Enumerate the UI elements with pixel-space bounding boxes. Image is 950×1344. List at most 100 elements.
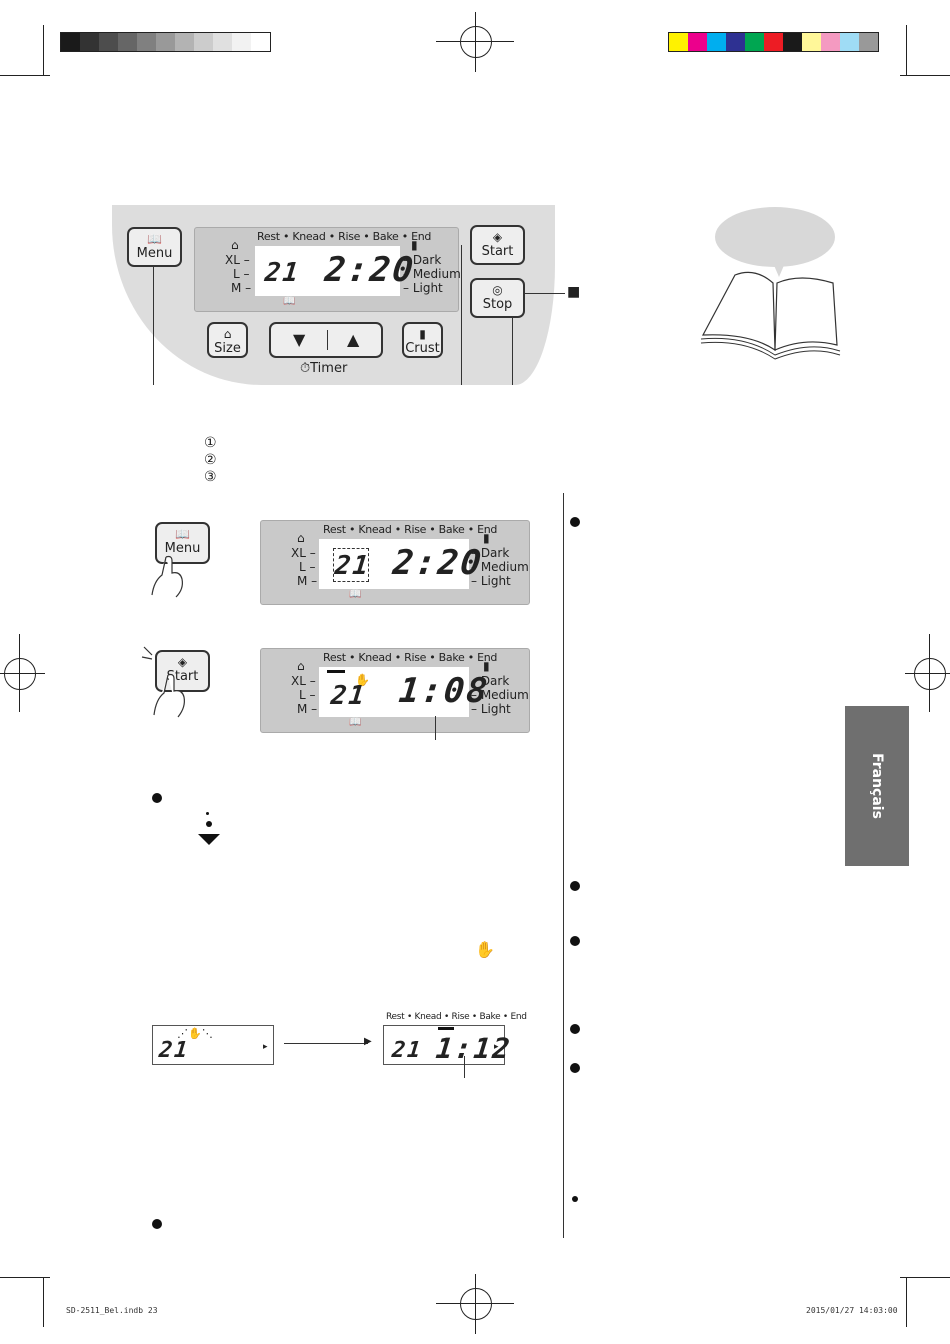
- step2-lcd-panel: Rest • Knead • Rise • Bake • End ⌂ XL – …: [260, 648, 530, 733]
- callout-line: [464, 1056, 465, 1078]
- bullet: [570, 881, 580, 891]
- stage-labels: Rest • Knead • Rise • Bake • End: [323, 523, 498, 536]
- step-2-marker: ②: [204, 452, 217, 468]
- footer-date: 2015/01/27 14:03:00: [806, 1306, 898, 1315]
- crust-icon: ▮: [411, 238, 418, 252]
- play-mark: ▸: [263, 1042, 268, 1052]
- color-swatch: [802, 33, 821, 51]
- bullet: [152, 1219, 162, 1229]
- crust-medium-label: – Medium: [403, 267, 461, 281]
- size-m-label: M –: [231, 281, 252, 295]
- crust-button[interactable]: ▮ Crust: [402, 322, 443, 358]
- arrow-right-icon: ▶: [364, 1036, 372, 1047]
- color-registration-bar: [668, 32, 879, 52]
- up-arrow-icon[interactable]: ▲: [347, 330, 360, 349]
- blink-box: [333, 548, 369, 582]
- book-icon: 📖: [349, 589, 362, 600]
- crop-mark: [19, 634, 20, 712]
- color-swatch: [688, 33, 707, 51]
- color-swatch: [213, 33, 232, 51]
- menu-number: 21: [157, 1038, 191, 1063]
- size-icon: ⌂: [231, 238, 239, 252]
- lcd-screen: ✋ 21 1:08: [319, 667, 491, 717]
- menu-number: 21: [329, 681, 368, 711]
- timer-buttons[interactable]: ▼ ▲: [269, 322, 383, 358]
- size-xl-label: XL –: [291, 546, 316, 560]
- bullet: [572, 1196, 578, 1202]
- color-swatch: [783, 33, 802, 51]
- manual-book-icon: [700, 207, 841, 360]
- stage-indicator: [438, 1027, 454, 1030]
- callout-line: [461, 245, 462, 385]
- crop-mark: [43, 1277, 44, 1327]
- book-icon: 📖: [283, 296, 296, 307]
- clock-icon: ⏱: [300, 361, 311, 376]
- start-icon: ◈: [177, 655, 188, 669]
- language-tab-label: Français: [869, 753, 885, 819]
- crust-light-label: – Light: [403, 281, 443, 295]
- size-xl-label: XL –: [225, 253, 250, 267]
- crust-medium-label: – Medium: [471, 560, 529, 574]
- crop-mark: [906, 1277, 907, 1327]
- color-swatch: [840, 33, 859, 51]
- size-icon: ⌂: [297, 659, 305, 673]
- color-swatch: [99, 33, 118, 51]
- finger-icon: [141, 646, 185, 718]
- size-icon: ⌂: [297, 531, 305, 545]
- menu-number: 21: [333, 551, 372, 581]
- color-swatch: [137, 33, 156, 51]
- crop-mark: [43, 25, 44, 75]
- crust-dark-label: – Dark: [403, 253, 442, 267]
- size-l-label: L –: [233, 267, 250, 281]
- color-swatch: [707, 33, 726, 51]
- size-xl-label: XL –: [291, 674, 316, 688]
- bullet: [570, 1024, 580, 1034]
- size-icon: ⌂: [223, 327, 232, 341]
- divider: [327, 330, 328, 350]
- bullet: [152, 793, 162, 803]
- color-swatch: [232, 33, 251, 51]
- color-swatch: [156, 33, 175, 51]
- crust-label: Crust: [405, 341, 440, 356]
- grey-registration-bar: [60, 32, 271, 52]
- stop-label: Stop: [482, 297, 513, 312]
- size-button[interactable]: ⌂ Size: [207, 322, 248, 358]
- step1-menu-button[interactable]: 📖 Menu: [155, 522, 210, 564]
- step-1-marker: ①: [204, 435, 217, 451]
- language-tab: Français: [845, 706, 909, 866]
- start-label: Start: [481, 244, 514, 259]
- crop-mark: [900, 75, 950, 76]
- start-icon: ◈: [492, 230, 503, 244]
- color-swatch: [61, 33, 80, 51]
- menu-number: 21: [390, 1038, 424, 1063]
- crop-mark: [900, 1277, 950, 1278]
- stage-labels: Rest • Knead • Rise • Bake • End: [257, 230, 432, 243]
- step-3-marker: ③: [204, 469, 217, 485]
- color-swatch: [726, 33, 745, 51]
- bullet: [570, 517, 580, 527]
- stage-indicator: [327, 670, 345, 673]
- size-l-label: L –: [299, 688, 316, 702]
- start-button[interactable]: ◈ Start: [470, 225, 525, 265]
- color-swatch: [669, 33, 688, 51]
- stop-button[interactable]: ◎ Stop: [470, 278, 525, 318]
- arrow-line: [284, 1043, 368, 1044]
- stage-labels: Rest • Knead • Rise • Bake • End: [323, 651, 498, 664]
- color-swatch: [251, 33, 270, 51]
- step2-start-button[interactable]: ◈ Start: [155, 650, 210, 692]
- size-label: Size: [214, 341, 241, 356]
- step1-lcd-panel: Rest • Knead • Rise • Bake • End ⌂ XL – …: [260, 520, 530, 605]
- dot: [206, 812, 209, 815]
- stop-marker: ■: [567, 284, 581, 300]
- crust-icon: ▮: [419, 327, 426, 341]
- crust-medium-label: – Medium: [471, 688, 529, 702]
- stop-icon: ◎: [492, 283, 503, 297]
- size-m-label: M –: [297, 574, 318, 588]
- play-mark: ▸: [494, 1042, 499, 1052]
- menu-number: 21: [263, 258, 302, 288]
- menu-button[interactable]: 📖 Menu: [127, 227, 182, 267]
- crust-light-label: – Light: [471, 574, 511, 588]
- callout-line: [153, 267, 154, 385]
- column-divider: [563, 493, 564, 1238]
- down-arrow-icon[interactable]: ▼: [293, 330, 306, 349]
